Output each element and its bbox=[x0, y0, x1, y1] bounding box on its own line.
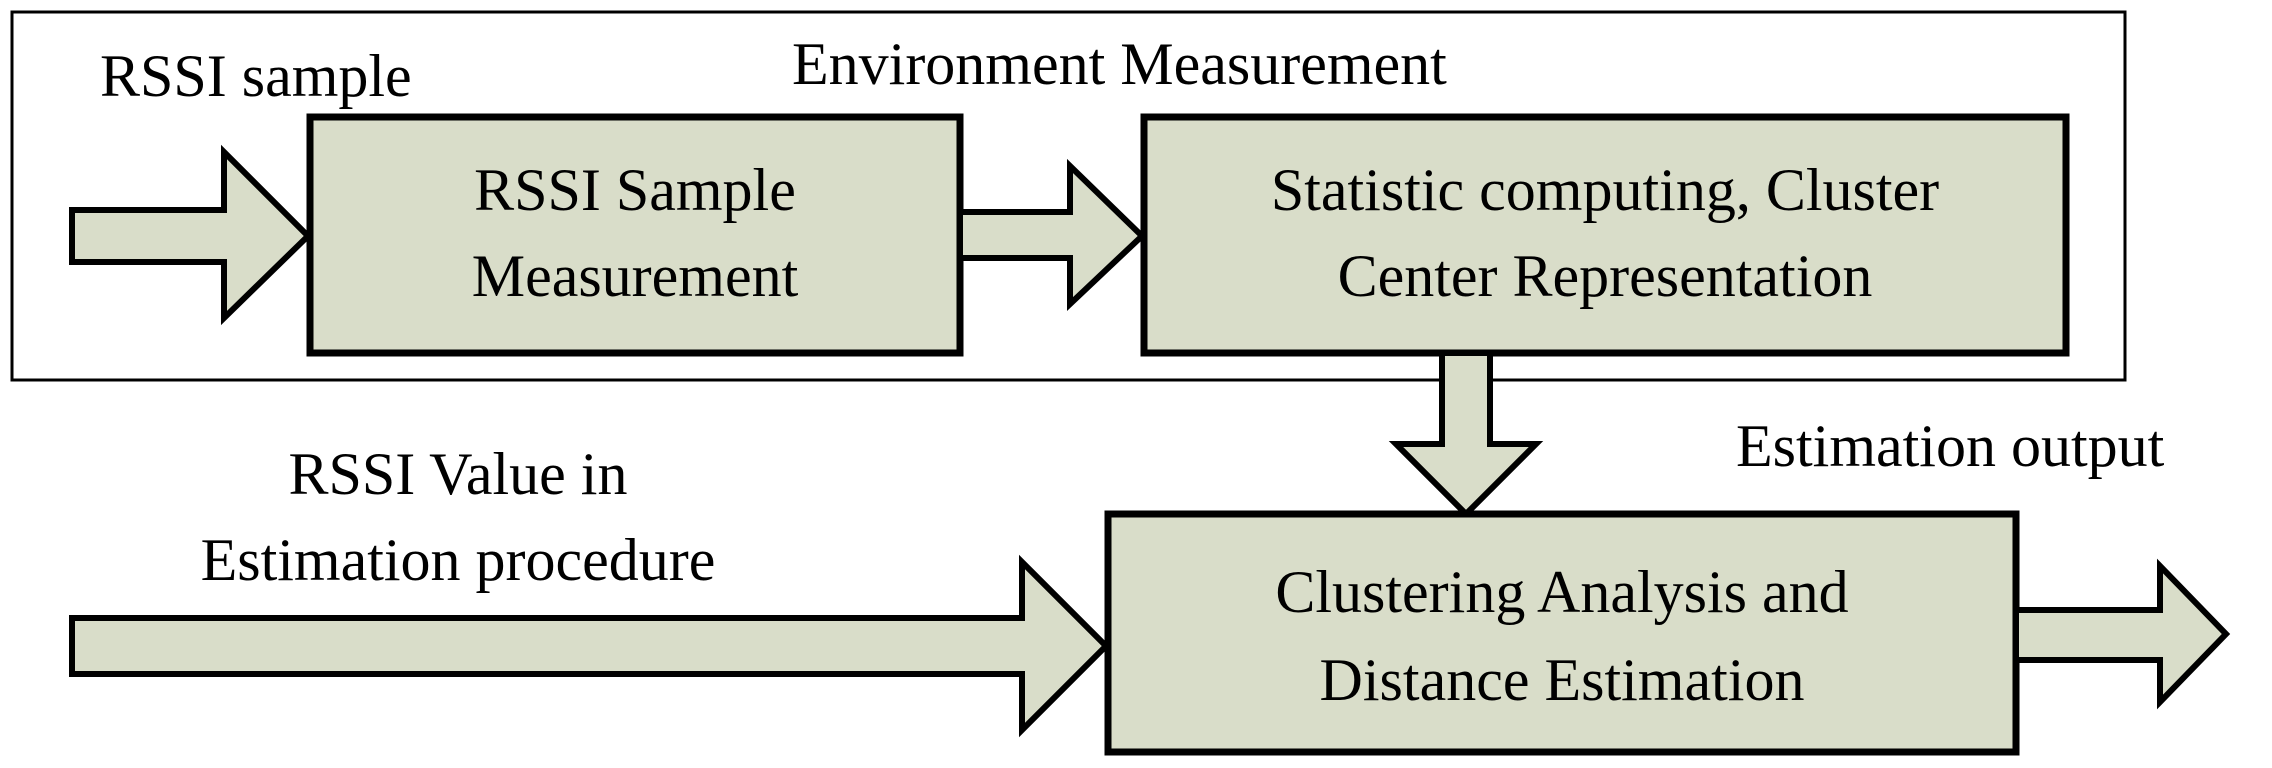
measurement-to-statistic-arrow bbox=[957, 158, 1147, 311]
rssi-value-label-line-2: Estimation procedure bbox=[201, 527, 716, 593]
statistic-computing-line-2: Center Representation bbox=[1338, 243, 1873, 309]
rssi-sample-measurement-line-2: Measurement bbox=[472, 243, 799, 309]
clustering-analysis-box bbox=[1104, 510, 2020, 756]
rssi-sample-label: RSSI sample bbox=[100, 43, 412, 109]
output-arrow bbox=[2013, 558, 2231, 710]
environment-measurement-group bbox=[10, 10, 2127, 382]
clustering-analysis-line-2: Distance Estimation bbox=[1320, 647, 1805, 713]
rssi-sample-measurement-line-1: RSSI Sample bbox=[474, 157, 796, 223]
statistic-computing-box bbox=[1140, 113, 2070, 357]
rssi-value-label-line-1: RSSI Value in bbox=[289, 441, 628, 507]
estimation-input-arrow bbox=[69, 554, 1111, 738]
statistic-computing-line-1: Statistic computing, Cluster bbox=[1271, 157, 1939, 223]
rssi-sample-measurement-box bbox=[306, 113, 964, 357]
group-title: Environment Measurement bbox=[792, 31, 1447, 97]
clustering-analysis-line-1: Clustering Analysis and bbox=[1275, 559, 1848, 625]
input-arrow bbox=[69, 144, 313, 326]
statistic-to-clustering-arrow bbox=[1388, 350, 1544, 519]
estimation-output-label: Estimation output bbox=[1736, 413, 2165, 479]
